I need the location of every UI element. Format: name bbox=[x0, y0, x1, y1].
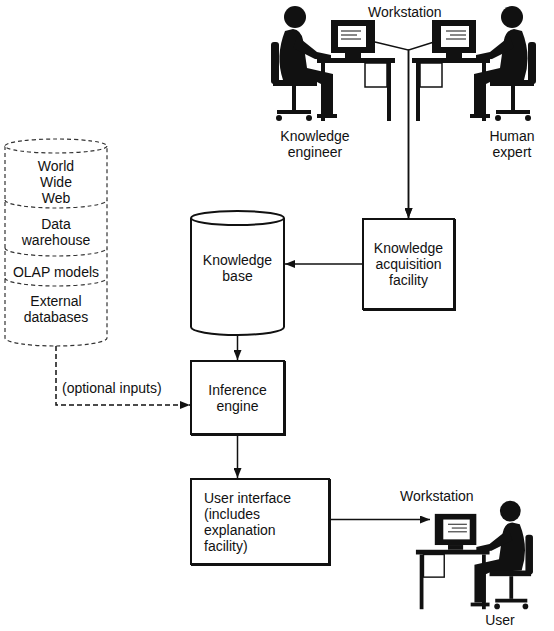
node-text: Workstation bbox=[400, 488, 490, 504]
process-box: Knowledge acquisition facility bbox=[362, 218, 455, 310]
process-box: User interface (includes explanation fac… bbox=[190, 478, 330, 565]
knowledge-base-cylinder: Knowledge base bbox=[190, 210, 285, 335]
cylinder-top bbox=[191, 211, 284, 225]
connector bbox=[375, 42, 409, 218]
connector bbox=[237, 435, 239, 478]
workstation-illustration bbox=[271, 6, 395, 121]
node-text: User bbox=[478, 612, 522, 628]
cylinder-body bbox=[5, 146, 107, 346]
connector bbox=[56, 346, 190, 405]
connector bbox=[409, 42, 435, 218]
workstation-illustration bbox=[416, 501, 533, 610]
node-text: Human expert bbox=[482, 128, 542, 160]
node-text: Knowledge acquisition facility bbox=[366, 240, 451, 288]
node-text: Knowledge base bbox=[195, 252, 280, 284]
node-text: Knowledge engineer bbox=[275, 128, 355, 160]
node-text: Data warehouse bbox=[11, 216, 101, 248]
node-text: OLAP models bbox=[6, 264, 106, 280]
workstation-illustration bbox=[412, 6, 536, 121]
node-text: External databases bbox=[11, 293, 101, 325]
connector bbox=[237, 335, 239, 360]
workstation-figure: WorkstationUser bbox=[412, 488, 552, 631]
edge-label: (optional inputs) bbox=[62, 380, 162, 396]
cylinder-body bbox=[191, 218, 284, 335]
connector bbox=[285, 263, 362, 265]
node-text: User interface (includes explanation fac… bbox=[204, 490, 316, 554]
data-source-cylinder: World Wide WebData warehouseOLAP modelsE… bbox=[4, 138, 108, 346]
node-text: World Wide Web bbox=[26, 158, 86, 206]
workstation-figure: Human expert bbox=[434, 0, 552, 165]
caption-label: Workstation bbox=[368, 4, 442, 20]
workstation-figure: Knowledge engineer bbox=[255, 0, 375, 165]
cylinder-top bbox=[5, 139, 107, 153]
band-divider bbox=[5, 248, 107, 256]
node-text: Inference engine bbox=[195, 382, 280, 414]
connector bbox=[330, 519, 430, 521]
process-box: Inference engine bbox=[190, 360, 285, 435]
